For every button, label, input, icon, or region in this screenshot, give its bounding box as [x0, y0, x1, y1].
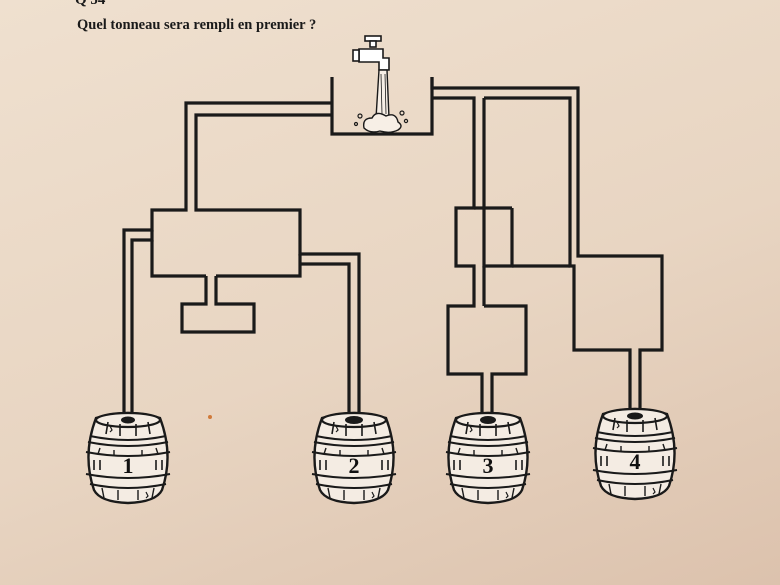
- barrel-3-label: 3: [483, 453, 494, 478]
- water-stream: [375, 69, 390, 119]
- barrel-inlet: [345, 416, 363, 424]
- reservoir-a-right: [216, 254, 302, 278]
- barrel-1: 1: [84, 411, 172, 505]
- pipe-right-outer: [430, 77, 664, 414]
- barrel-inlet: [627, 412, 643, 420]
- source-tank: [330, 77, 434, 136]
- barrel-3: 3: [444, 411, 532, 505]
- barrel-4-label: 4: [630, 449, 641, 474]
- faucet-icon: [352, 35, 390, 71]
- barrel-2-label: 2: [349, 453, 360, 478]
- question-number: Q 54: [75, 0, 106, 8]
- water-splash-icon: [353, 110, 409, 133]
- question-text: Quel tonneau sera rempli en premier ?: [77, 17, 317, 33]
- barrel-inlet: [480, 416, 496, 424]
- reservoir-c: [484, 304, 528, 418]
- pipe-right-mid: [484, 96, 632, 414]
- pipe-b-link: [474, 206, 570, 268]
- barrel-1-label: 1: [123, 453, 134, 478]
- barrel-4: 4: [591, 407, 679, 501]
- barrel-2: 2: [310, 411, 398, 505]
- pipe-right-inner: [432, 96, 484, 418]
- barrel-inlet: [121, 416, 135, 424]
- pipe-left-inner: [194, 113, 361, 418]
- pipe-left-mid: [130, 230, 154, 418]
- dead-end-box: [180, 276, 256, 334]
- pipe-right-reservoir-b: [482, 98, 514, 268]
- pipe-to-barrel-2: [300, 262, 351, 418]
- paper-speck: [208, 415, 212, 419]
- reservoir-a: [150, 240, 206, 278]
- water-lines: [380, 73, 387, 115]
- pipe-left-outer: [122, 101, 332, 418]
